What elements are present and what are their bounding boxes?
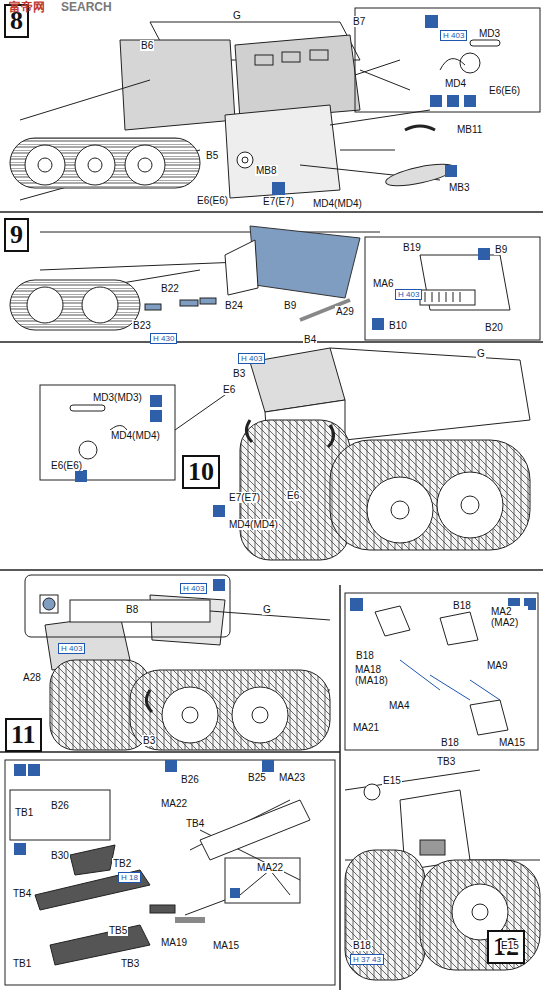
part-label: MD4 [444,78,467,89]
part-label: TB2 [112,858,132,869]
part-label: MA23 [278,772,306,783]
part-label: MA22 [256,862,284,873]
part-label: MA19 [160,937,188,948]
part-label: B18 [440,737,460,748]
part-label: MB3 [448,182,471,193]
part-label: E6 [286,490,300,501]
part-label: MA15 [212,940,240,951]
part-label: B19 [402,242,422,253]
part-label: MD3 [478,28,501,39]
paint-code: H 403 [180,583,207,594]
part-label: B18 [355,650,375,661]
part-label: MA9 [486,660,509,671]
step-number-text: 11 [11,720,36,749]
part-label: B9 [494,244,508,255]
paint-code: H 403 [440,30,467,41]
part-label: MD4(MD4) [228,519,279,530]
part-label: E15 [382,775,402,786]
paint-code: H 403 [238,353,265,364]
part-label: G [476,348,486,359]
part-label: E7(E7) [228,492,261,503]
part-label: G [232,10,242,21]
part-label: E6(E6) [50,460,83,471]
step-number-text: 10 [188,457,214,486]
part-label: B25 [247,772,267,783]
part-label: TB4 [185,818,205,829]
part-label: A28 [22,672,42,683]
part-label: MA15 [498,737,526,748]
part-label: MA4 [388,700,411,711]
part-label: B4 [303,334,317,345]
part-label: MA6 [372,278,395,289]
part-label: MD3(MD3) [92,392,143,403]
part-label: TB5 [108,925,128,936]
part-label: B18 [352,940,372,951]
part-label: B20 [484,322,504,333]
paint-code: H 37 43 [350,954,384,965]
part-label: B10 [388,320,408,331]
part-label: E7(E7) [262,196,295,207]
part-label: TB3 [120,958,140,969]
part-label: TB4 [12,888,32,899]
part-label: B24 [224,300,244,311]
part-label: B26 [50,800,70,811]
paint-code: H 18 [118,872,141,883]
part-label: E6(E6) [488,85,521,96]
part-label: MA21 [352,722,380,733]
part-label: G [262,604,272,615]
part-label: MB11 [456,124,483,135]
part-label: A29 [335,306,355,317]
part-label: B9 [283,300,297,311]
part-label: MA22 [160,798,188,809]
part-label: MB8 [255,165,278,176]
part-label: B22 [160,283,180,294]
step-number-text: 9 [10,220,23,249]
paint-code: H 430 [150,333,177,344]
part-label: E6 [222,384,236,395]
part-label: B6 [140,40,154,51]
part-label: MD4(MD4) [312,198,363,209]
part-label: B3 [142,735,156,746]
watermark: SEARCH [60,2,113,13]
part-label: MA18 (MA18) [354,664,396,686]
part-label: B23 [132,320,152,331]
watermark: 富帝网 [8,2,46,13]
step-number: 10 [182,455,220,489]
part-label: B5 [205,150,219,161]
part-label: TB3 [436,756,456,767]
part-label: B30 [50,850,70,861]
part-label: TB1 [14,807,34,818]
part-label: E15 [500,940,520,951]
part-label: MD4(MD4) [110,430,161,441]
part-label: B3 [232,368,246,379]
part-label: TB1 [12,958,32,969]
paint-code: H 403 [395,289,422,300]
part-label: E6(E6) [196,195,229,206]
step-number: 9 [4,218,29,252]
part-label: B8 [125,604,139,615]
part-label: B7 [352,16,366,27]
part-label: B26 [180,774,200,785]
part-label: MA2 (MA2) [490,606,528,628]
step-number: 11 [5,718,42,752]
paint-code: H 403 [58,643,85,654]
part-label: B18 [452,600,472,611]
